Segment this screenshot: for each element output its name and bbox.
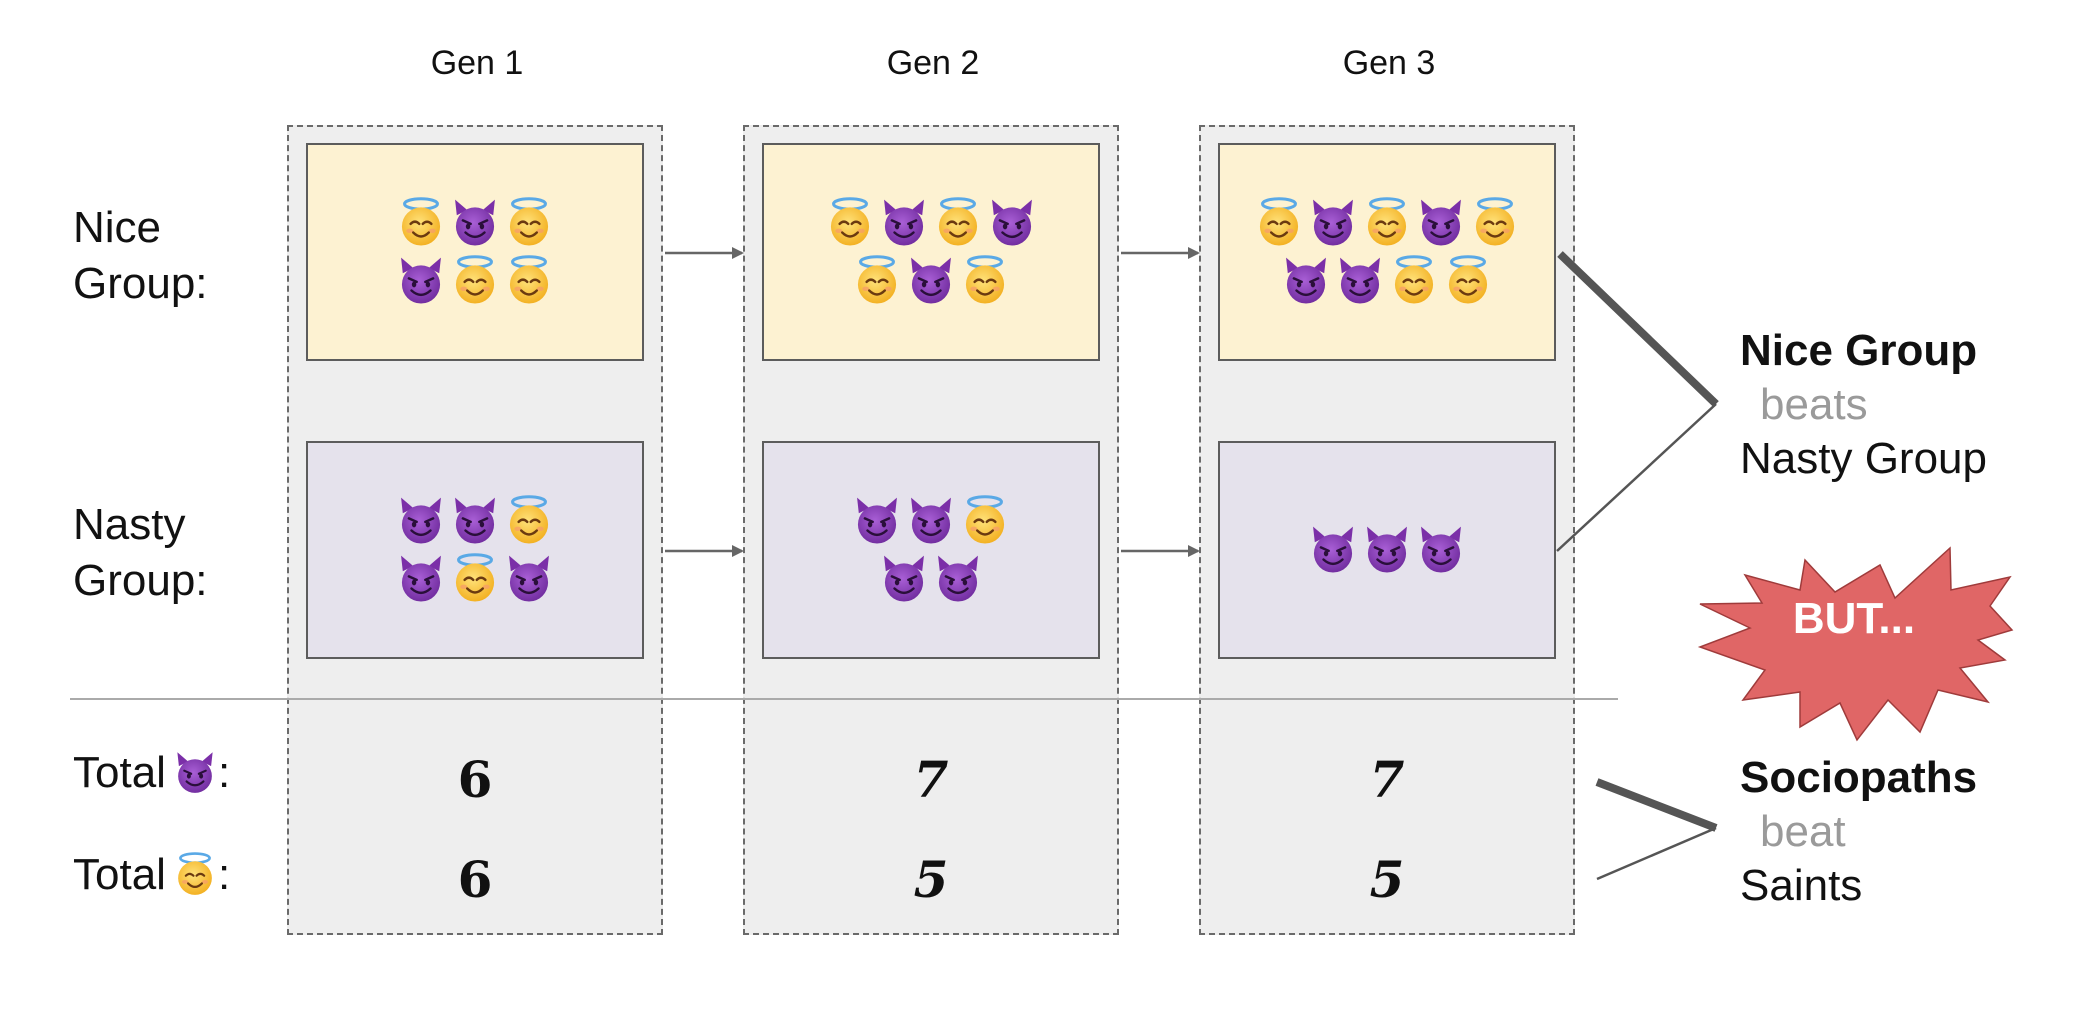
total-devils-suffix: : xyxy=(217,748,231,797)
total-devils-gen-3: 7 xyxy=(1369,750,1405,809)
individual-verdict-loser: Saints xyxy=(1740,861,1863,910)
totals-divider xyxy=(70,698,1618,700)
gen-label-3: Gen 3 xyxy=(1342,44,1436,82)
individual-verdict: Sociopaths beat Saints xyxy=(1740,751,1977,913)
nice-group-box-gen-1 xyxy=(306,143,644,361)
total-devils-prefix: Total xyxy=(73,748,166,797)
but-burst-shape xyxy=(1697,546,2014,742)
group-bracket-thin xyxy=(1556,403,1717,552)
but-text: BUT... xyxy=(1793,594,1915,643)
total-angels-suffix: : xyxy=(217,850,231,899)
total-angels-prefix: Total xyxy=(73,850,166,899)
nasty-group-box-gen-1 xyxy=(306,441,644,659)
individual-verdict-verb: beat xyxy=(1760,807,1846,856)
total-angels-gen-1: 6 xyxy=(457,850,493,909)
nasty-group-label: Nasty Group: xyxy=(73,497,208,609)
group-verdict-loser: Nasty Group xyxy=(1740,434,1987,483)
group-bracket-thick xyxy=(1557,251,1719,407)
nasty-group-label-line-1: Nasty xyxy=(73,500,186,549)
total-devils-label: Total : xyxy=(73,748,230,798)
gen-label-2: Gen 2 xyxy=(886,44,980,82)
total-angels-gen-2: 5 xyxy=(913,850,949,909)
nice-group-box-gen-3 xyxy=(1218,143,1556,361)
nice-group-label-line-2: Group: xyxy=(73,259,208,308)
total-devils-gen-1: 6 xyxy=(457,750,493,809)
individual-bracket-thin xyxy=(1596,826,1717,881)
nasty-group-box-gen-3 xyxy=(1218,441,1556,659)
nice-group-box-gen-2 xyxy=(762,143,1100,361)
nasty-group-box-gen-2 xyxy=(762,441,1100,659)
group-verdict-winner: Nice Group xyxy=(1740,326,1978,375)
nice-group-label-line-1: Nice xyxy=(73,203,162,252)
individual-verdict-winner: Sociopaths xyxy=(1740,753,1978,802)
group-verdict-verb: beats xyxy=(1760,380,1868,429)
total-devils-gen-2: 7 xyxy=(913,750,949,809)
total-angels-label: Total : xyxy=(73,850,230,900)
individual-bracket-thick xyxy=(1595,778,1718,832)
group-verdict: Nice Group beats Nasty Group xyxy=(1740,324,1987,486)
total-angels-gen-3: 5 xyxy=(1369,850,1405,909)
nasty-group-label-line-2: Group: xyxy=(73,556,208,605)
nice-group-label: Nice Group: xyxy=(73,200,208,312)
gen-label-1: Gen 1 xyxy=(430,44,524,82)
